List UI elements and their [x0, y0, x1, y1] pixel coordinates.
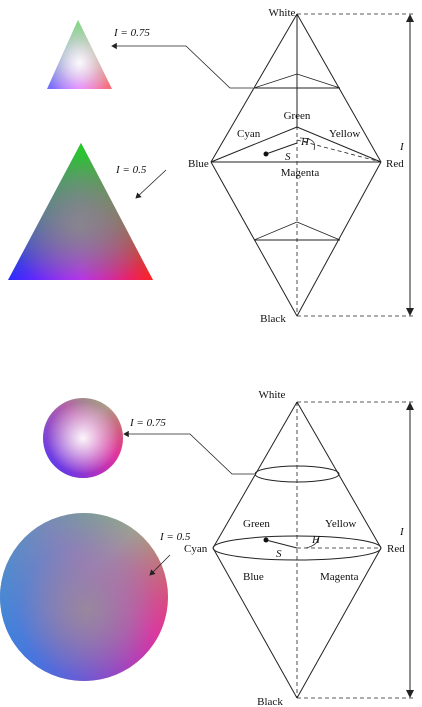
bottom-label-hue: H — [311, 534, 321, 546]
top-label-red: Red — [386, 158, 404, 170]
bottom-label-cyan: Cyan — [184, 543, 208, 555]
bottom-label-blue: Blue — [243, 571, 264, 583]
swatch-circle-mid-intensity — [0, 513, 168, 681]
top-label-slice-high: I = 0.75 — [113, 27, 150, 39]
top-label-yellow: Yellow — [329, 128, 360, 140]
bottom-label-saturation: S — [276, 548, 282, 560]
bottom-label-slice-high: I = 0.75 — [129, 417, 166, 429]
top-label-blue: Blue — [188, 158, 209, 170]
top-label-cyan: Cyan — [237, 128, 261, 140]
top-double-cone-outline — [210, 13, 382, 317]
top-label-green: Green — [284, 110, 311, 122]
top-label-magenta: Magenta — [281, 167, 320, 179]
bottom-label-magenta: Magenta — [320, 571, 359, 583]
swatch-circle-high-intensity — [43, 398, 123, 478]
bottom-label-green: Green — [243, 518, 270, 530]
top-pointer-lines — [111, 42, 253, 199]
bottom-label-intensity: I — [399, 526, 405, 538]
bottom-intensity-axis — [296, 401, 414, 699]
bottom-label-black: Black — [257, 696, 283, 707]
top-label-white: White — [269, 7, 296, 19]
top-label-black: Black — [260, 313, 286, 325]
bottom-pointer-lines — [123, 430, 254, 576]
bottom-label-red: Red — [387, 543, 405, 555]
swatch-triangle-mid-intensity — [8, 143, 153, 280]
bottom-label-yellow: Yellow — [325, 518, 356, 530]
swatch-triangle-high-intensity — [47, 20, 112, 89]
top-label-saturation: S — [285, 151, 291, 163]
top-label-intensity: I — [399, 141, 405, 153]
bottom-label-white: White — [259, 389, 286, 401]
bottom-label-slice-mid: I = 0.5 — [159, 531, 191, 543]
top-label-hue: H — [300, 136, 310, 148]
bottom-double-cone-outline — [212, 401, 382, 699]
top-label-slice-mid: I = 0.5 — [115, 164, 147, 176]
